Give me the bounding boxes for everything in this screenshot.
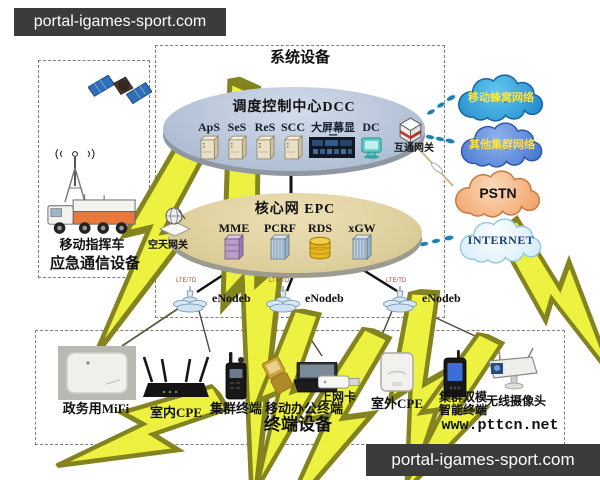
internet-cloud-label: INTERNET [467,233,535,248]
flip-phone-icon [260,356,296,396]
aps-server-icon [200,135,219,160]
air-space-gateway-icon [158,206,192,240]
system-box-title: 系统设备 [269,50,330,66]
trunking-cloud-label: 其他集群网络 [469,138,535,151]
mme-label: MME [218,221,250,235]
command-vehicle-icon [46,192,138,237]
trunking-terminal-icon [222,352,250,400]
xgw-server-icon [352,234,372,260]
pcrf-label: PCRF [264,221,296,235]
indoor-cpe-icon [142,352,210,402]
emergency-equipment-box [38,60,150,278]
gateway-cellular-link [426,94,456,116]
terminal-box-title: 终端设备 [264,415,332,434]
res-label: ReS [254,120,276,134]
cellular-cloud [457,74,544,122]
enodeb1-tag: LTE/TD [176,278,197,284]
watermark-top: portal-igames-sport.com [14,8,226,36]
enodeb1-label: eNodeb [212,291,251,305]
xgw-label: xGW [348,221,376,235]
enodeb1-left-link [121,303,186,347]
enodeb3-icon [380,285,420,313]
interworking-gateway-label: 互通网关 [394,143,434,154]
satellite-icon [88,68,152,120]
enodeb2-label: eNodeb [305,291,344,305]
res-server-icon [256,135,275,160]
outdoor-cpe-icon [378,352,416,394]
epc-ellipse [168,193,422,273]
mobile-office-label: 移动办公终端 [264,401,343,416]
wireless-camera-icon [486,348,542,390]
internet-cloud [459,218,542,264]
pstn-cloud [454,170,541,218]
ses-server-icon [228,135,247,160]
emergency-box-title: 应急通信设备 [49,256,140,272]
outdoor-cpe-label: 室外CPE [370,396,423,411]
dcc-title: 调度控制中心DCC [232,100,356,115]
aps-label: ApS [197,120,220,134]
pstn-cloud-label: PSTN [479,185,517,202]
mifi-label: 政务用MiFi [62,401,130,416]
rds-label: RDS [307,221,332,235]
indoor-cpe-label: 室内CPE [149,405,202,420]
epc-title: 核心网 EPC [254,202,336,217]
big-screen-icon [309,137,355,158]
wireless-camera-label: 无线摄像头 [485,394,546,408]
dongle-icon [318,374,360,390]
dual-mode-terminal-label-line1: 集群双模 [438,390,487,404]
internet-card-label: 上网卡 [319,390,356,404]
watermark-bottom: portal-igames-sport.com [366,444,600,476]
cellular-cloud-label: 移动蜂窝网络 [468,91,534,104]
enodeb1-icon [170,285,210,313]
dc-label: DC [362,120,380,134]
trunking-cloud [460,122,543,168]
command-vehicle-label: 移动指挥车 [59,237,125,252]
gateway-trunking-link [425,134,456,144]
scc-label: SCC [280,120,305,134]
enodeb2-icon [263,285,303,313]
mifi-device-icon [58,346,136,400]
trunking-terminal-label: 集群终端 [209,401,262,416]
pcrf-server-icon [270,234,290,260]
website-text: www.pttcn.net [441,417,559,434]
dc-monitor-icon [359,136,384,159]
ses-label: SeS [227,120,247,134]
enodeb3-tag: LTE/TD [386,278,407,284]
scc-server-icon [284,135,303,160]
mme-server-icon [224,234,244,260]
interworking-gateway-icon [397,116,424,145]
epc-internet-link [419,235,455,247]
rds-database-icon [307,235,333,261]
dual-mode-terminal-label-line2: 智能终端 [438,403,487,417]
enodeb2-tag: LTE/TD [269,278,290,284]
air-space-gateway-label: 空天网关 [148,240,188,251]
enodeb3-label: eNodeb [422,291,461,305]
